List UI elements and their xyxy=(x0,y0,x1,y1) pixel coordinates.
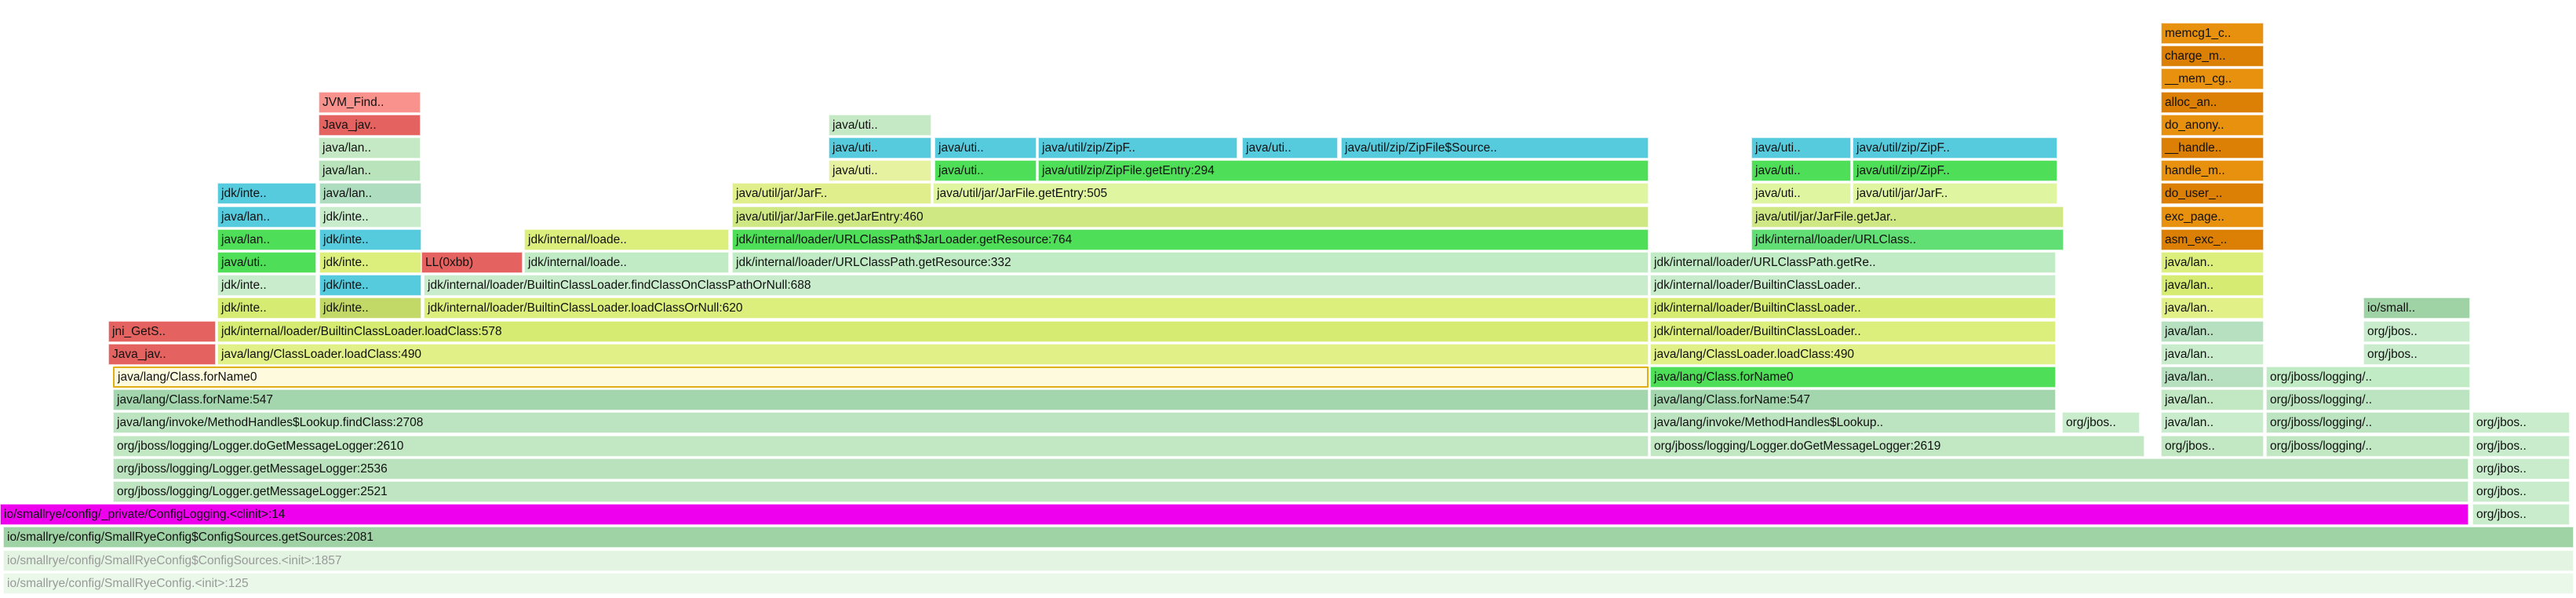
flame-frame[interactable]: java/lang/invoke/MethodHandles$Lookup.fi… xyxy=(113,412,1649,434)
flame-frame[interactable]: org/jbos.. xyxy=(2472,458,2570,479)
flame-frame[interactable]: org/jbos.. xyxy=(2363,320,2470,342)
flame-frame[interactable]: java/lan.. xyxy=(319,160,421,182)
flame-frame[interactable]: io/small.. xyxy=(2363,297,2470,319)
flame-frame[interactable]: java/uti.. xyxy=(829,137,931,159)
flame-frame[interactable]: org/jboss/logging/Logger.getMessageLogge… xyxy=(113,481,2469,502)
flame-frame[interactable]: LL(0xbb) xyxy=(421,252,523,273)
flame-frame[interactable]: charge_m.. xyxy=(2161,46,2264,67)
flame-frame[interactable]: java/util/zip/ZipFile.getEntry:294 xyxy=(1038,160,1649,182)
flame-frame[interactable]: org/jboss/logging/.. xyxy=(2266,389,2470,411)
flame-frame[interactable]: java/util/jar/JarF.. xyxy=(1853,183,2057,205)
flame-frame[interactable]: java/util/jar/JarFile.getJarEntry:460 xyxy=(732,206,1649,228)
flame-frame[interactable]: java/uti.. xyxy=(217,252,316,273)
flame-frame[interactable]: jdk/internal/loader/URLClassPath$JarLoad… xyxy=(732,228,1649,250)
flame-frame[interactable]: java/uti.. xyxy=(1242,137,1338,159)
flame-frame[interactable]: java/lan.. xyxy=(319,137,421,159)
flame-frame[interactable]: java/lang/Class.forName:547 xyxy=(1650,389,2056,411)
flame-frame[interactable]: jni_GetS.. xyxy=(108,320,216,342)
flame-frame[interactable]: jdk/inte.. xyxy=(319,206,421,228)
flame-frame[interactable]: java/lang/Class.forName0 xyxy=(1650,366,2056,388)
flame-frame[interactable]: io/smallrye/config/SmallRyeConfig$Config… xyxy=(3,527,2574,549)
flame-frame[interactable]: jdk/internal/loader/BuiltinClassLoader.l… xyxy=(217,320,1649,342)
flame-frame[interactable]: java/lan.. xyxy=(2161,252,2264,273)
flame-frame[interactable]: org/jbos.. xyxy=(2472,481,2570,502)
flame-frame[interactable]: memcg1_c.. xyxy=(2161,23,2264,44)
flame-frame[interactable]: jdk/inte.. xyxy=(217,275,316,297)
flame-frame[interactable]: java/uti.. xyxy=(829,160,931,182)
flame-frame[interactable]: org/jbos.. xyxy=(2161,435,2264,457)
flame-frame[interactable]: org/jboss/logging/.. xyxy=(2266,435,2470,457)
flame-frame[interactable]: org/jboss/logging/.. xyxy=(2266,412,2470,434)
flame-frame[interactable]: java/lang/Class.forName0 xyxy=(113,366,1649,388)
flame-frame[interactable]: handle_m.. xyxy=(2161,160,2264,182)
flame-frame[interactable]: io/smallrye/config/SmallRyeConfig.<init>… xyxy=(3,572,2574,594)
flame-frame[interactable]: Java_jav.. xyxy=(319,114,421,136)
flame-frame[interactable]: org/jboss/logging/Logger.doGetMessageLog… xyxy=(113,435,1649,457)
flame-frame[interactable]: jdk/inte.. xyxy=(319,275,421,297)
flame-frame[interactable]: java/util/zip/ZipF.. xyxy=(1853,160,2057,182)
flame-frame[interactable]: jdk/inte.. xyxy=(319,297,421,319)
flame-frame[interactable]: alloc_an.. xyxy=(2161,91,2264,113)
flame-frame[interactable]: asm_exc_.. xyxy=(2161,228,2264,250)
flame-frame[interactable]: __mem_cg.. xyxy=(2161,68,2264,90)
flame-frame[interactable]: java/util/jar/JarFile.getEntry:505 xyxy=(933,183,1649,205)
flame-frame[interactable]: java/lan.. xyxy=(2161,320,2264,342)
flame-frame[interactable]: org/jboss/logging/.. xyxy=(2266,366,2470,388)
flame-frame[interactable]: org/jbos.. xyxy=(2472,435,2570,457)
flame-frame[interactable]: jdk/internal/loader/BuiltinClassLoader.. xyxy=(1650,320,2056,342)
flame-frame[interactable]: io/smallrye/config/_private/ConfigLoggin… xyxy=(0,504,2469,526)
flame-frame[interactable]: java/lang/ClassLoader.loadClass:490 xyxy=(217,343,1649,365)
flame-frame[interactable]: jdk/internal/loade.. xyxy=(524,252,729,273)
flame-frame[interactable]: java/lan.. xyxy=(217,206,316,228)
flame-frame[interactable]: jdk/internal/loader/URLClassPath.getReso… xyxy=(732,252,1649,273)
flame-frame[interactable]: java/lan.. xyxy=(2161,366,2264,388)
flame-frame[interactable]: do_user_.. xyxy=(2161,183,2264,205)
flame-frame[interactable]: jdk/inte.. xyxy=(319,228,421,250)
flame-frame[interactable]: java/uti.. xyxy=(1751,183,1851,205)
flame-frame[interactable]: java/uti.. xyxy=(829,114,931,136)
flame-frame[interactable]: org/jboss/logging/Logger.doGetMessageLog… xyxy=(1650,435,2144,457)
flame-frame[interactable]: org/jboss/logging/Logger.getMessageLogge… xyxy=(113,458,2469,479)
flame-frame[interactable]: java/lan.. xyxy=(217,228,316,250)
flame-frame[interactable]: java/util/zip/ZipFile$Source.. xyxy=(1341,137,1649,159)
flame-frame[interactable]: java/lang/invoke/MethodHandles$Lookup.. xyxy=(1650,412,2056,434)
flame-frame[interactable]: io/smallrye/config/SmallRyeConfig$Config… xyxy=(3,549,2574,571)
flame-frame[interactable]: jdk/internal/loader/BuiltinClassLoader.. xyxy=(1650,297,2056,319)
flame-frame[interactable]: jdk/internal/loader/BuiltinClassLoader.. xyxy=(1650,275,2056,297)
flame-frame[interactable]: java/lan.. xyxy=(2161,343,2264,365)
flame-frame[interactable]: org/jbos.. xyxy=(2472,504,2570,526)
flame-frame[interactable]: org/jbos.. xyxy=(2363,343,2470,365)
flame-frame[interactable]: do_anony.. xyxy=(2161,114,2264,136)
flame-frame[interactable]: jdk/internal/loader/BuiltinClassLoader.l… xyxy=(424,297,1649,319)
flame-frame[interactable]: JVM_Find.. xyxy=(319,91,421,113)
flame-frame[interactable]: java/lan.. xyxy=(2161,297,2264,319)
flame-frame[interactable]: Java_jav.. xyxy=(108,343,216,365)
flame-frame[interactable]: java/uti.. xyxy=(935,137,1037,159)
flame-frame[interactable]: java/lang/Class.forName:547 xyxy=(113,389,1649,411)
flame-frame[interactable]: java/lan.. xyxy=(2161,412,2264,434)
flame-frame[interactable]: java/util/zip/ZipF.. xyxy=(1038,137,1237,159)
flame-frame[interactable]: java/uti.. xyxy=(1751,160,1851,182)
flame-frame[interactable]: org/jbos.. xyxy=(2472,412,2570,434)
flame-frame[interactable]: java/lang/ClassLoader.loadClass:490 xyxy=(1650,343,2056,365)
flame-frame[interactable]: jdk/internal/loader/URLClass.. xyxy=(1751,228,2064,250)
flame-frame[interactable]: java/uti.. xyxy=(1751,137,1851,159)
flame-frame[interactable]: java/util/jar/JarF.. xyxy=(732,183,931,205)
flame-frame[interactable]: java/util/jar/JarFile.getJar.. xyxy=(1751,206,2064,228)
flame-frame[interactable]: jdk/inte.. xyxy=(217,183,316,205)
flame-frame[interactable]: java/lan.. xyxy=(319,183,421,205)
flame-frame[interactable]: exc_page.. xyxy=(2161,206,2264,228)
flame-frame[interactable]: jdk/inte.. xyxy=(319,252,421,273)
flame-frame[interactable]: jdk/internal/loade.. xyxy=(524,228,729,250)
flame-frame[interactable]: java/lan.. xyxy=(2161,275,2264,297)
flame-frame[interactable]: jdk/internal/loader/BuiltinClassLoader.f… xyxy=(424,275,1649,297)
flame-frame[interactable]: __handle.. xyxy=(2161,137,2264,159)
flame-frame[interactable]: java/lan.. xyxy=(2161,389,2264,411)
flame-frame[interactable]: java/util/zip/ZipF.. xyxy=(1853,137,2057,159)
flame-frame[interactable]: org/jbos.. xyxy=(2062,412,2140,434)
flame-frame[interactable]: jdk/internal/loader/URLClassPath.getRe.. xyxy=(1650,252,2056,273)
flame-frame[interactable]: jdk/inte.. xyxy=(217,297,316,319)
flame-frame[interactable]: java/uti.. xyxy=(935,160,1037,182)
